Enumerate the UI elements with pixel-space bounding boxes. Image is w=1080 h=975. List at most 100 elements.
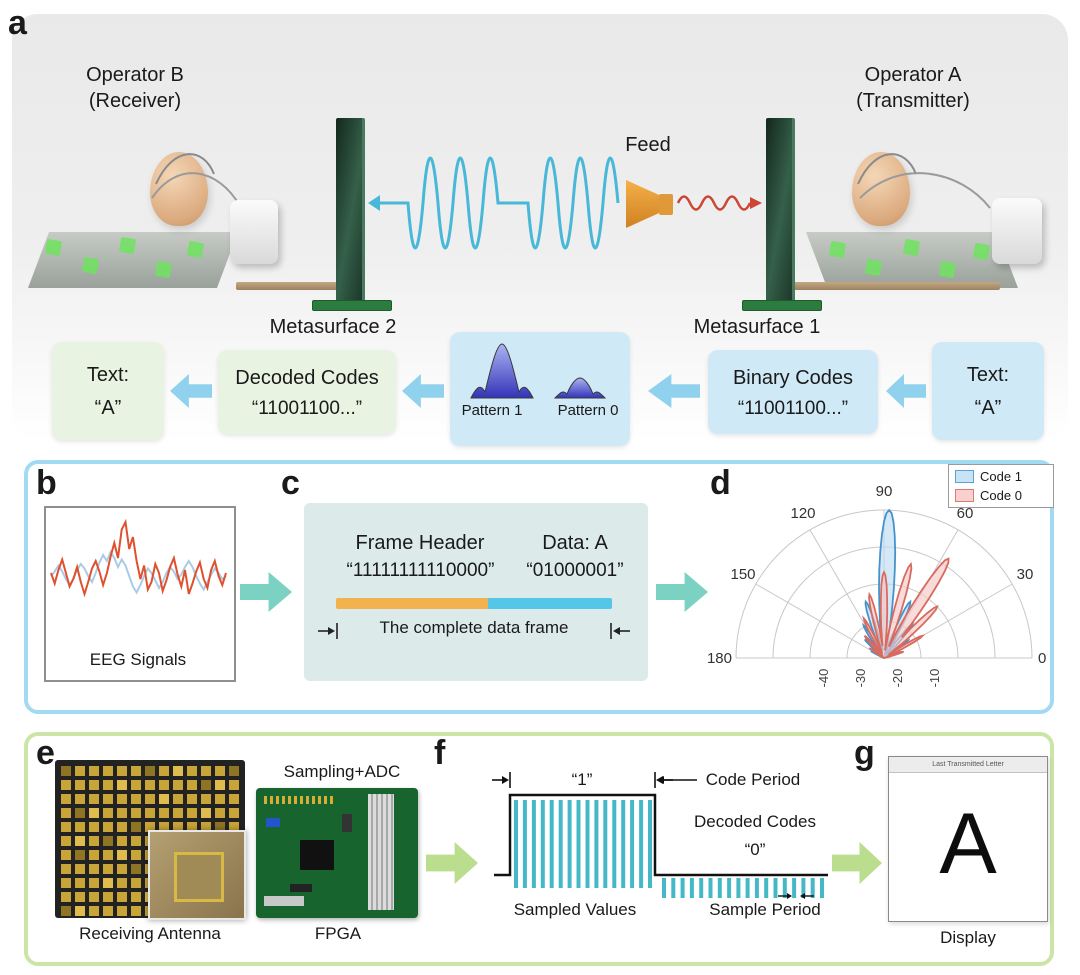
polar-radial--10: -10 xyxy=(927,669,942,688)
antenna-cell xyxy=(131,794,141,804)
sample-bar-tall xyxy=(585,800,590,888)
antenna-cell xyxy=(117,794,127,804)
polar-angle-30: 30 xyxy=(1017,566,1034,583)
received-text-title: Text: xyxy=(86,363,130,386)
pattern-0-icon xyxy=(553,377,607,399)
frame-span-marks xyxy=(318,623,630,639)
antenna-cell xyxy=(61,892,71,902)
code-0-swatch xyxy=(955,489,974,502)
antenna-cell xyxy=(131,808,141,818)
antenna-cell xyxy=(187,808,197,818)
panel-f-label: f xyxy=(434,734,446,772)
code-0-label: Code 0 xyxy=(980,488,1022,503)
received-text-box: Text: “A” xyxy=(52,342,164,440)
antenna-cell xyxy=(229,822,239,832)
antenna-cell xyxy=(103,822,113,832)
panel-d-label: d xyxy=(710,464,731,502)
sample-bar-tall xyxy=(621,800,626,888)
antenna-cell xyxy=(75,864,85,874)
transmitter-head xyxy=(852,152,910,226)
source-text-title: Text: xyxy=(966,363,1010,386)
antenna-cell xyxy=(131,780,141,790)
antenna-cell xyxy=(131,850,141,860)
panel-b-label: b xyxy=(36,464,57,502)
sample-bar-short xyxy=(764,878,769,898)
desk-transmitter xyxy=(806,232,1018,288)
antenna-cell xyxy=(131,906,141,916)
feed-horn-back xyxy=(659,194,673,215)
antenna-cell xyxy=(117,878,127,888)
antenna-cell xyxy=(131,766,141,776)
polar-angle-150: 150 xyxy=(730,566,755,583)
antenna-cell xyxy=(145,766,155,776)
metasurface-1-base xyxy=(742,300,822,311)
sample-bar-short xyxy=(810,878,815,898)
fpga-connector xyxy=(264,896,304,906)
polar-angle-60: 60 xyxy=(957,505,974,522)
sample-bar-short xyxy=(662,878,666,898)
eeg-plot: EEG Signals xyxy=(44,506,236,682)
metasurface-1-panel xyxy=(766,118,795,303)
binary-codes-value: “11001100...” xyxy=(737,397,849,419)
frame-data-bar xyxy=(488,598,612,609)
metasurface-2-base xyxy=(312,300,392,311)
polar-radial--20: -20 xyxy=(890,669,905,688)
sample-bar-tall xyxy=(514,800,518,888)
sample-bar-short xyxy=(708,878,713,898)
antenna-cell xyxy=(103,878,113,888)
antenna-cell xyxy=(61,906,71,916)
antenna-cell xyxy=(89,850,99,860)
antenna-cell xyxy=(103,766,113,776)
antenna-cell xyxy=(229,766,239,776)
decoded-codes-box: Decoded Codes “11001100...” xyxy=(218,350,396,434)
zero-code-label: “0” xyxy=(744,840,766,859)
decoded-codes-value: “11001100...” xyxy=(251,397,363,419)
antenna-cell xyxy=(61,878,71,888)
modulated-wave xyxy=(368,156,620,250)
antenna-cell xyxy=(103,794,113,804)
antenna-cell xyxy=(173,780,183,790)
binary-codes-title: Binary Codes xyxy=(732,366,854,389)
antenna-cell xyxy=(61,766,71,776)
antenna-cell xyxy=(131,878,141,888)
antenna-cell xyxy=(89,794,99,804)
rail-left xyxy=(236,282,348,290)
code-1-swatch xyxy=(955,470,974,483)
feed-label: Feed xyxy=(625,134,671,156)
antenna-cell xyxy=(173,808,183,818)
frame-header-label: Frame Header xyxy=(355,532,485,554)
antenna-cell xyxy=(117,836,127,846)
antenna-cell xyxy=(61,808,71,818)
antenna-cell xyxy=(75,766,85,776)
antenna-cell xyxy=(215,822,225,832)
antenna-cell xyxy=(61,794,71,804)
panel-g-label: g xyxy=(854,734,875,772)
frame-data-value: “01000001” xyxy=(526,560,624,581)
antenna-cell xyxy=(61,822,71,832)
antenna-unit-cell xyxy=(174,852,224,902)
source-text-box: Text: “A” xyxy=(932,342,1044,440)
metasurface-2-label: Metasurface 2 xyxy=(269,316,397,338)
fpga-component xyxy=(266,818,280,827)
antenna-cell xyxy=(89,906,99,916)
eeg-pad xyxy=(81,256,100,275)
antenna-cell xyxy=(187,794,197,804)
eeg-pad xyxy=(118,236,137,255)
antenna-cell xyxy=(117,906,127,916)
operator-a-label: Operator A (Transmitter) xyxy=(856,64,970,112)
antenna-caption: Receiving Antenna xyxy=(79,924,221,943)
fpga-pin-header xyxy=(264,796,334,804)
sample-bar-tall xyxy=(567,800,572,888)
patterns-box: Pattern 1 Pattern 0 xyxy=(450,332,630,446)
panel-a-label: a xyxy=(8,4,27,42)
source-text-value: “A” xyxy=(974,396,1002,419)
fpga-photo xyxy=(256,788,418,918)
eeg-trace-channel-1 xyxy=(50,549,227,595)
panel-c-label: c xyxy=(281,464,300,502)
sample-bar-tall xyxy=(603,800,608,888)
code-1-label: Code 1 xyxy=(980,469,1022,484)
antenna-cell xyxy=(229,808,239,818)
display-caption: Display xyxy=(940,928,996,947)
eeg-pad xyxy=(186,240,205,259)
